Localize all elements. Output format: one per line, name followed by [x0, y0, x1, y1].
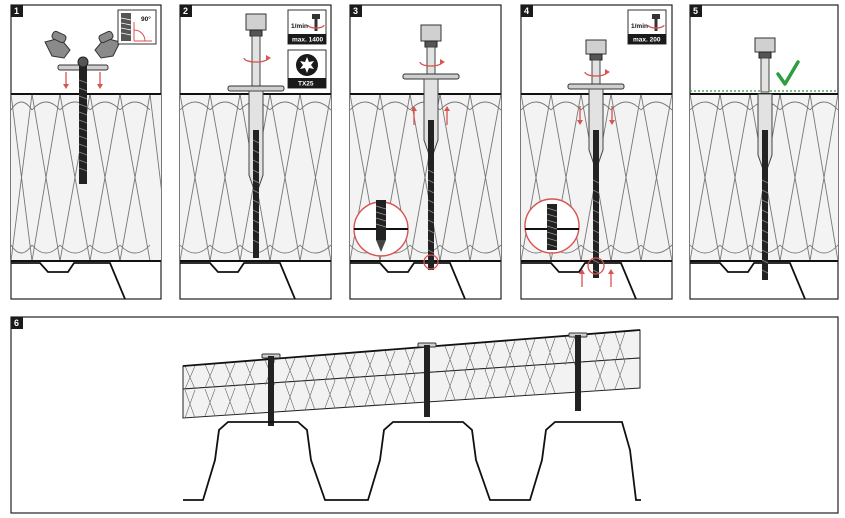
sleeve-plate — [227, 85, 285, 92]
svg-text:TX25: TX25 — [298, 81, 314, 88]
press-down-arrows — [63, 72, 103, 89]
step-3-panel: 3 — [349, 4, 502, 300]
step-1-panel: 90° 1 — [10, 4, 162, 300]
svg-text:1/min: 1/min — [291, 23, 308, 30]
step-6-panel: 6 — [10, 316, 839, 514]
detail-zoom-circle — [524, 198, 580, 254]
sleeve-plate — [402, 73, 460, 80]
setting-tool-shaft — [251, 35, 261, 87]
step-number: 2 — [183, 6, 188, 16]
hand-left-icon — [44, 30, 71, 59]
press-down-arrows — [577, 106, 615, 125]
step-2-panel: 1/min max. 1400 TX25 2 — [179, 4, 332, 300]
step-number: 1 — [14, 6, 19, 16]
screw-head — [77, 56, 89, 68]
angle-90-icon: 90° — [117, 9, 157, 45]
insulation-layer — [11, 93, 161, 262]
detail-zoom-circle — [353, 200, 409, 257]
step-number: 3 — [353, 6, 358, 16]
angle-label: 90° — [141, 15, 151, 23]
screw — [79, 58, 87, 184]
step-4-panel: 1/min max. 200 4 — [520, 4, 673, 300]
fastener-2 — [417, 342, 437, 417]
screw — [428, 120, 434, 270]
torx-bit-icon: TX25 — [287, 49, 327, 89]
step-number: 4 — [524, 6, 529, 16]
tapered-insulation-bottom — [182, 357, 641, 419]
fastener-1 — [261, 353, 281, 426]
svg-text:max. 1400: max. 1400 — [292, 37, 323, 44]
detail-marker — [423, 254, 439, 270]
lift-arrows — [411, 106, 450, 125]
screw — [253, 130, 259, 258]
setting-tool-head — [245, 13, 267, 31]
svg-text:max. 200: max. 200 — [633, 37, 661, 44]
trapezoidal-steel-deck — [183, 421, 641, 501]
drill-speed-icon: 1/min max. 1400 — [287, 9, 327, 45]
membrane-line — [182, 329, 641, 367]
hand-right-icon — [94, 30, 121, 59]
drill-speed-icon: 1/min max. 200 — [627, 9, 667, 45]
svg-text:1/min: 1/min — [631, 23, 648, 30]
detail-marker — [587, 257, 605, 275]
step-number: 6 — [14, 318, 19, 328]
sleeve-plate — [567, 83, 625, 90]
fastener-3 — [568, 332, 588, 411]
step-number: 5 — [693, 6, 698, 16]
checkmark-icon — [776, 60, 800, 86]
pull-up-arrows — [579, 269, 614, 287]
screw — [762, 130, 768, 280]
steel-deck — [11, 262, 126, 299]
step-5-panel: 5 — [689, 4, 839, 300]
screw — [593, 130, 599, 278]
